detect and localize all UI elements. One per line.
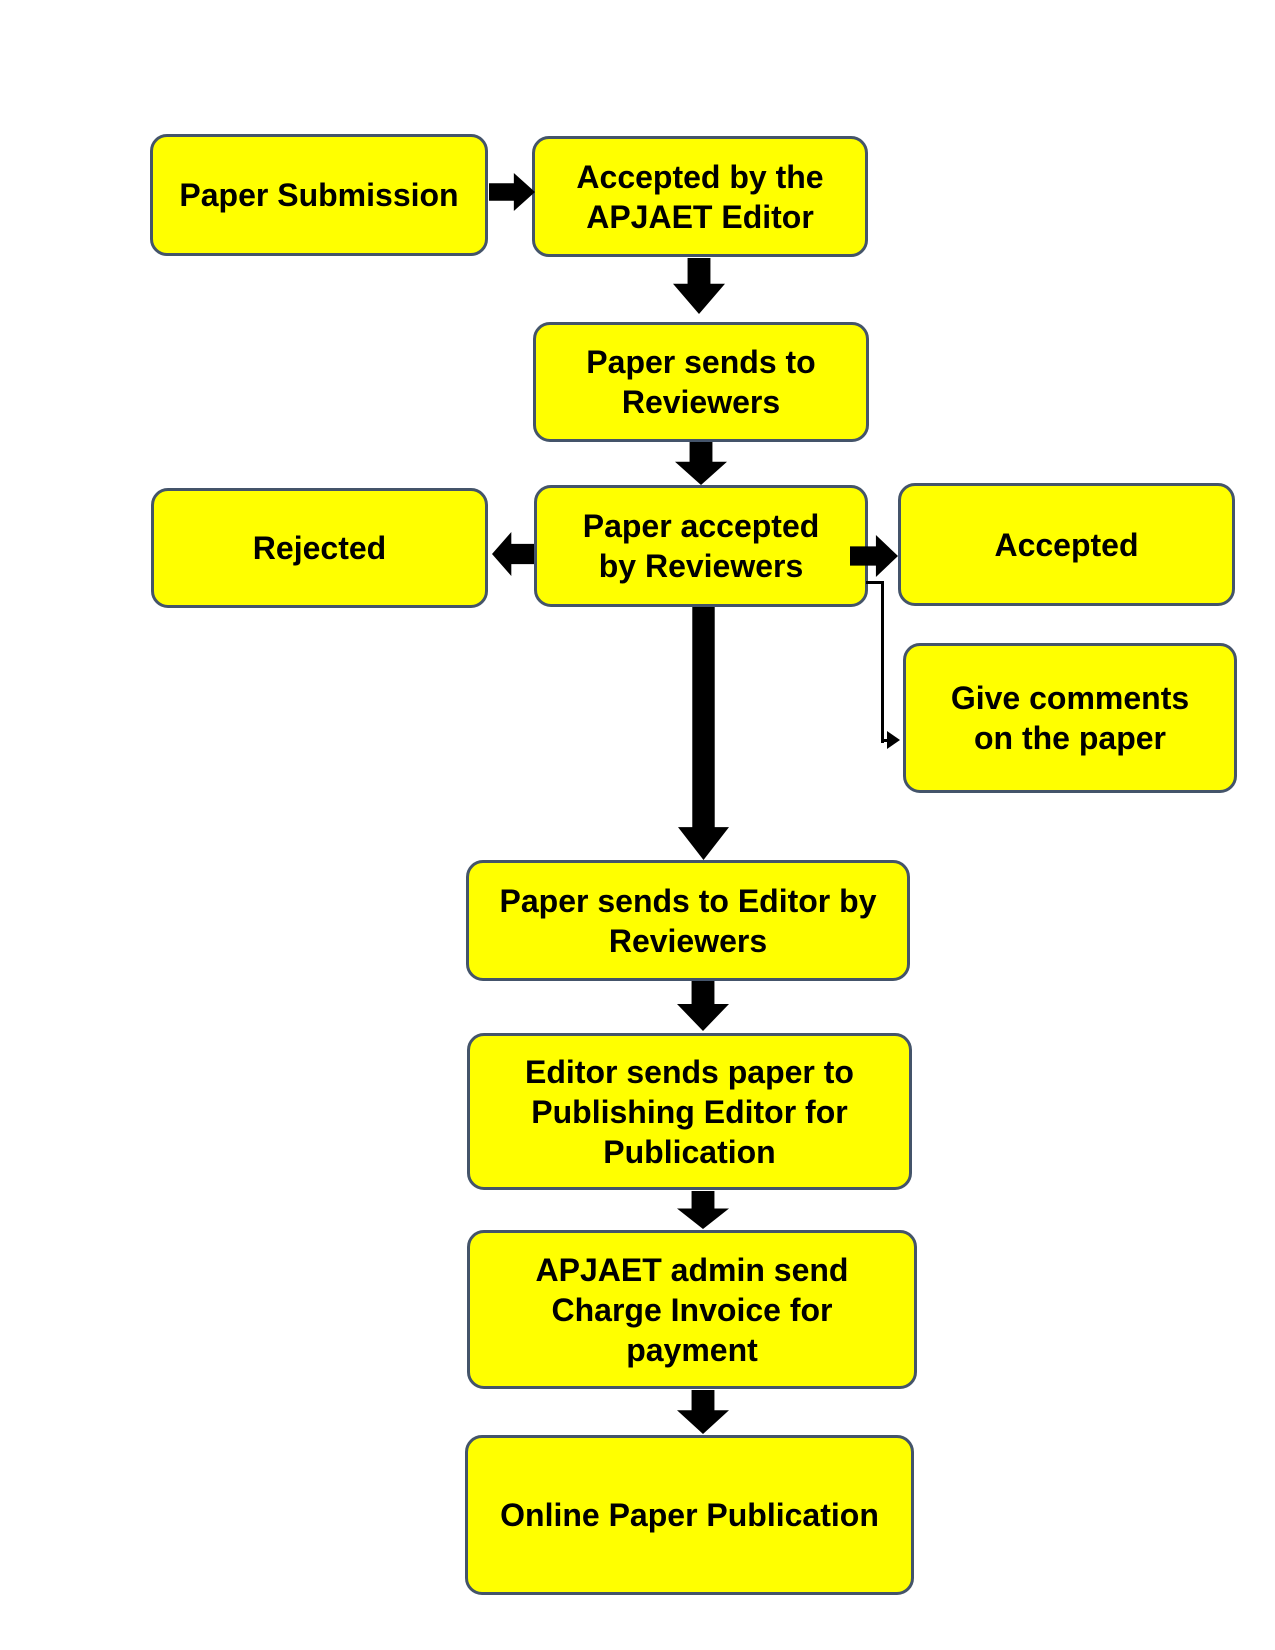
flow-arrow-down-long-decision-to-editor-icon: [678, 607, 729, 860]
node-paper-submission-label: Paper Submission: [179, 177, 459, 213]
node-rejected-label: Rejected: [252, 530, 387, 566]
flow-arrow-left-decision-to-rejected-icon: [492, 532, 534, 576]
node-accepted-by-editor: Accepted by the APJAET Editor: [532, 136, 868, 257]
flow-arrow-down-invoice-to-publication-icon: [677, 1390, 729, 1434]
node-editor-sends-publishing-label: Editor sends paper to Publishing Editor …: [525, 1053, 854, 1170]
node-paper-sends-to-editor-label: Paper sends to Editor by Reviewers: [499, 882, 877, 959]
flow-arrow-down-editor-to-publishing-icon: [677, 981, 729, 1031]
node-rejected: Rejected: [151, 488, 488, 608]
connector-decision-to-comments-arrowhead-icon: [887, 731, 900, 749]
node-paper-accepted-by-reviewers: Paper accepted by Reviewers: [534, 485, 868, 607]
flow-arrow-down-editor-to-reviewers-icon: [673, 258, 725, 314]
node-give-comments-label: Give comments on the paper: [950, 680, 1190, 756]
node-paper-accepted-by-reviewers-label: Paper accepted by Reviewers: [582, 508, 820, 584]
connector-decision-to-comments-vertical-segment: [881, 581, 884, 743]
connector-decision-to-comments-top-segment: [866, 581, 884, 584]
flow-arrow-right-submission-to-editor-icon: [489, 173, 535, 211]
node-give-comments: Give comments on the paper: [903, 643, 1237, 793]
node-apjaet-admin-invoice: APJAET admin send Charge Invoice for pay…: [467, 1230, 917, 1389]
node-accepted: Accepted: [898, 483, 1235, 606]
node-online-publication-label: Online Paper Publication: [500, 1497, 879, 1533]
node-accepted-label: Accepted: [994, 526, 1139, 563]
node-paper-sends-to-editor: Paper sends to Editor by Reviewers: [466, 860, 910, 981]
node-accepted-by-editor-label: Accepted by the APJAET Editor: [576, 158, 824, 235]
node-paper-submission: Paper Submission: [150, 134, 488, 256]
flow-arrow-down-reviewers-to-decision-icon: [675, 442, 727, 485]
node-online-publication: Online Paper Publication: [465, 1435, 914, 1595]
connector-decision-to-comments-bottom-segment: [881, 739, 889, 742]
node-apjaet-admin-invoice-label: APJAET admin send Charge Invoice for pay…: [535, 1251, 849, 1368]
node-paper-sends-to-reviewers-label: Paper sends to Reviewers: [586, 344, 816, 420]
node-editor-sends-publishing: Editor sends paper to Publishing Editor …: [467, 1033, 912, 1190]
flow-arrow-down-publishing-to-invoice-icon: [677, 1191, 729, 1229]
node-paper-sends-to-reviewers: Paper sends to Reviewers: [533, 322, 869, 442]
